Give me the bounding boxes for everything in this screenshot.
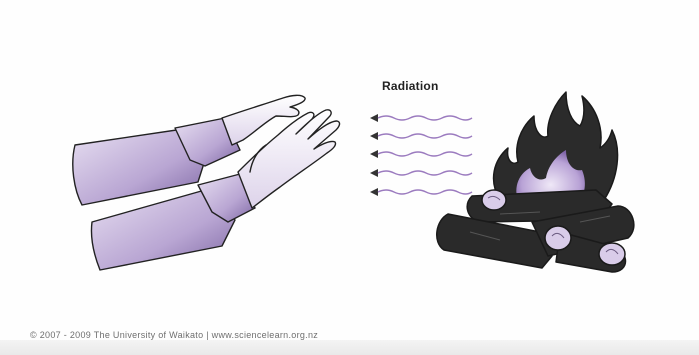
arrow-left-icon (370, 188, 378, 196)
log-end-1 (482, 190, 506, 210)
radiation-arrow-3 (370, 150, 472, 158)
log-end-3 (599, 243, 625, 265)
radiation-arrow-2 (370, 132, 472, 140)
campfire-icon (437, 92, 634, 272)
radiation-arrow-5 (370, 188, 472, 196)
radiation-arrows (370, 114, 472, 196)
arrow-left-icon (370, 150, 378, 158)
radiation-arrow-1 (370, 114, 472, 122)
arrow-left-icon (370, 114, 378, 122)
hands-icon (73, 95, 340, 270)
bottom-band (0, 340, 699, 355)
radiation-arrow-4 (370, 169, 472, 177)
radiation-label: Radiation (382, 79, 438, 93)
copyright-footer: © 2007 - 2009 The University of Waikato … (30, 330, 318, 340)
arrow-left-icon (370, 169, 378, 177)
arrow-left-icon (370, 132, 378, 140)
log-end-2 (545, 226, 571, 250)
